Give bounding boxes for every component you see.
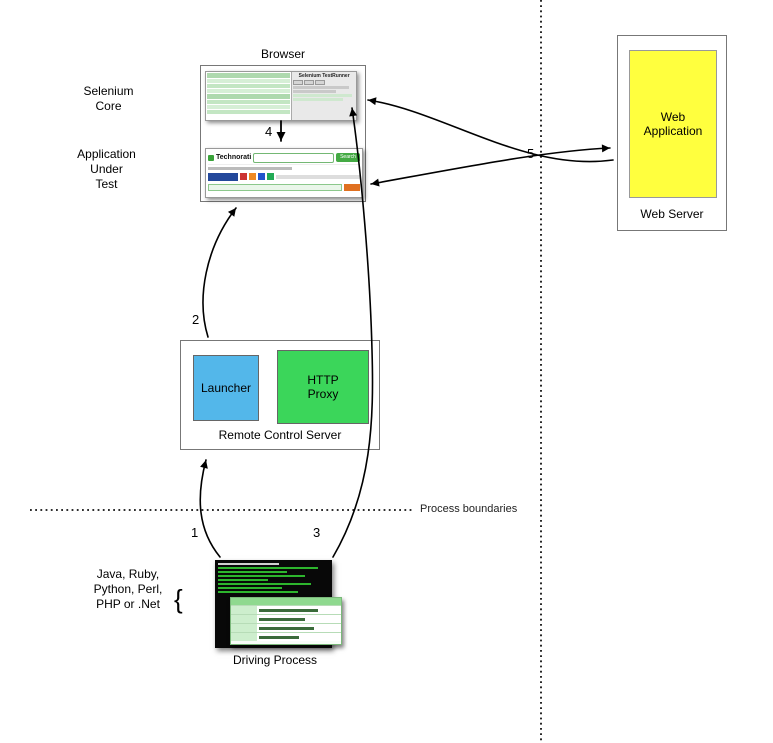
languages-brace: {: [174, 584, 183, 614]
step-3-label: 3: [313, 525, 321, 540]
remote-control-server-box: Launcher HTTP Proxy Remote Control Serve…: [180, 340, 380, 450]
technorati-orange-button: [344, 184, 360, 191]
terminal-line: [218, 587, 283, 589]
web-server-label: Web Server: [640, 207, 704, 221]
driving-process-label: Driving Process: [232, 653, 318, 667]
testrunner-result-line: [293, 94, 352, 97]
testrunner-buttons: [293, 80, 355, 85]
selenium-testrunner-screenshot: Selenium TestRunner: [205, 71, 357, 121]
testrunner-row: [207, 89, 291, 93]
launcher-box: Launcher: [193, 355, 259, 421]
terminal-line: [218, 571, 287, 573]
technorati-content-box: [208, 184, 342, 191]
testrunner-button: [293, 80, 304, 85]
web-application-box: Web Application: [629, 50, 717, 198]
testrunner-row: [207, 110, 291, 114]
overlay-cell: [231, 606, 257, 614]
selenium-core-label: Selenium Core: [83, 84, 134, 113]
step-4-label: 4: [265, 124, 273, 139]
languages-label: Java, Ruby, Python, Perl, PHP or .Net: [93, 567, 163, 611]
testrunner-button: [315, 80, 326, 85]
testrunner-table-header: [207, 73, 291, 78]
technorati-tagline: [208, 167, 292, 170]
testrunner-title: Selenium TestRunner: [298, 73, 350, 79]
overlay-row: [231, 632, 341, 641]
sponsor-logo: [267, 173, 274, 180]
browser-label: Browser: [260, 47, 305, 61]
terminal-line: [218, 583, 312, 585]
application-under-test-label: Application Under Test: [77, 147, 136, 191]
testrunner-row: [207, 79, 291, 83]
arrow-5-browser-to-webapp: [370, 144, 611, 187]
overlay-row: [231, 605, 341, 614]
browser-box: Selenium TestRunner Technorati Search: [200, 65, 366, 202]
sponsor-logo: [258, 173, 265, 180]
technorati-footer-row: [208, 184, 360, 191]
testrunner-button: [304, 80, 315, 85]
driving-process-terminal-screenshot: [215, 560, 342, 648]
arrow-2-rcserver-to-browser: [202, 207, 237, 338]
terminal-result-overlay: [230, 597, 342, 645]
web-server-box: Web Application Web Server: [617, 35, 727, 231]
step-2-label: 2: [192, 312, 200, 327]
sponsor-block: [208, 172, 238, 181]
technorati-header: Technorati Search: [208, 151, 360, 165]
technorati-logo-text: Technorati: [216, 153, 252, 161]
arrow-1-driving-to-rcserver: [199, 459, 221, 558]
testrunner-stat-line: [293, 90, 337, 93]
testrunner-table-header: [207, 94, 291, 99]
technorati-sponsor-row: [208, 172, 360, 181]
http-proxy-box: HTTP Proxy: [277, 350, 369, 424]
testrunner-stat-line: [293, 86, 349, 89]
technorati-logo-icon: [208, 154, 214, 161]
sponsor-logo: [249, 173, 256, 180]
overlay-row: [231, 623, 341, 632]
remote-control-server-label: Remote Control Server: [218, 428, 342, 442]
overlay-cell: [257, 606, 341, 614]
overlay-cell: [231, 624, 257, 632]
overlay-cell: [231, 615, 257, 623]
application-under-test-screenshot: Technorati Search: [205, 148, 363, 198]
technorati-search-button: Search: [336, 153, 360, 162]
terminal-line: [218, 567, 318, 569]
testrunner-control-panel: Selenium TestRunner: [291, 72, 356, 120]
technorati-search-input: [253, 152, 334, 163]
overlay-cell: [257, 615, 341, 623]
testrunner-result-line: [293, 98, 343, 101]
technorati-text-line: [276, 174, 360, 179]
terminal-line: [218, 563, 280, 565]
overlay-row: [231, 614, 341, 623]
arrow-5-webapp-to-browser: [367, 97, 614, 163]
testrunner-row: [207, 100, 291, 104]
terminal-line: [218, 591, 298, 593]
testrunner-row: [207, 84, 291, 88]
testrunner-row: [207, 105, 291, 109]
step-5-label: 5: [527, 146, 535, 161]
terminal-line: [218, 579, 268, 581]
sponsor-logo: [240, 173, 247, 180]
overlay-cell: [231, 633, 257, 641]
testrunner-test-table: [206, 72, 292, 120]
step-1-label: 1: [191, 525, 199, 540]
overlay-cell: [257, 633, 341, 641]
process-boundaries-label: Process boundaries: [420, 503, 518, 515]
overlay-cell: [257, 624, 341, 632]
terminal-line: [218, 575, 305, 577]
overlay-header-row: [231, 598, 341, 605]
